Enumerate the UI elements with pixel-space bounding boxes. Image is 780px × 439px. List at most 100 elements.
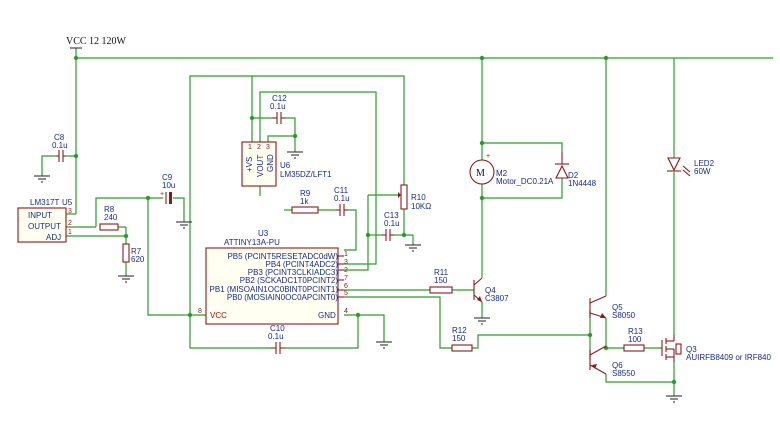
u3-gnd-num: 4 <box>344 308 348 315</box>
resistor-r12: R12 150 <box>451 326 473 352</box>
r9-ref: R9 <box>300 189 311 198</box>
r10-ref: R10 <box>411 193 426 202</box>
transistor-q6: Q6 S8550 <box>589 345 636 378</box>
u3-pin-name: PB1 (MISOAIN1OC0BINT0PCINT1) <box>210 285 339 294</box>
r13-ref: R13 <box>628 327 643 336</box>
motor-m2: M + M2 Motor_DC0.21A <box>469 153 554 186</box>
m2-ref: M2 <box>496 169 508 178</box>
m2-value: Motor_DC0.21A <box>496 177 554 186</box>
u3-value: ATTINY13A-PU <box>224 238 280 247</box>
u6-pin-num: 2 <box>257 144 261 151</box>
r7-ref: R7 <box>131 247 142 256</box>
ground-q4-icon <box>474 317 490 325</box>
c8-ref: C8 <box>54 133 65 142</box>
q6-ref: Q6 <box>612 361 623 370</box>
q4-value: C3807 <box>485 294 509 303</box>
svg-text:+: + <box>160 191 164 198</box>
u5-pin-num: 2 <box>68 220 72 227</box>
u6-value: LM35DZ/LFT1 <box>280 170 332 179</box>
u5-pin-adj: ADJ <box>46 233 61 242</box>
c10-ref: C10 <box>270 324 285 333</box>
u3-pin-name: PB2 (SCKADC1T0PCINT2) <box>240 276 339 285</box>
u3-vcc-label: VCC <box>210 311 227 320</box>
transistor-q4: Q4 C3807 <box>473 277 509 303</box>
m2-symbol: M <box>476 168 485 179</box>
q6-value: S8550 <box>612 369 636 378</box>
sensor-u6: +VS VOUT GND 1 2 3 U6 LM35DZ/LFT1 <box>241 141 332 187</box>
potentiometer-r10: R10 10KΩ <box>398 184 431 211</box>
ground-q3-icon <box>666 395 682 403</box>
u5-pin-input: INPUT <box>28 211 52 220</box>
u6-pin-num: 3 <box>266 144 270 151</box>
u3-pin-num: 3 <box>344 259 348 266</box>
ground-mcu-icon <box>376 341 392 349</box>
q5-value: S8050 <box>612 311 636 320</box>
ground-c9-icon <box>176 221 192 229</box>
r12-ref: R12 <box>452 326 467 335</box>
c12-value: 0.1u <box>270 102 286 111</box>
u3-pin-name: PB0 (MOSIAIN0OC0APCINT0) <box>227 293 338 302</box>
u6-pin-vout: VOUT <box>256 155 265 177</box>
u3-pin-num: 2 <box>344 267 348 274</box>
ground-c13-icon <box>405 244 421 252</box>
resistor-r9: R9 1k <box>291 189 319 214</box>
u3-pin-name: PB3 (PCINT3CLKIADC3) <box>248 268 339 277</box>
u5-ref: U5 <box>62 198 73 207</box>
regulator-u5: LM317T U5 INPUT OUTPUT ADJ 3 2 1 <box>17 198 73 243</box>
resistor-r13: R13 100 <box>623 327 645 352</box>
c11-value: 0.1u <box>334 194 350 203</box>
q4-ref: Q4 <box>485 286 496 295</box>
c12-ref: C12 <box>272 94 287 103</box>
wires <box>41 48 773 396</box>
r11-ref: R11 <box>434 268 449 277</box>
svg-text:+: + <box>486 153 490 160</box>
q3-value: AUIRFB8409 or IRF840 <box>686 353 771 362</box>
led2-value: 60W <box>694 167 711 176</box>
u5-pin-num: 1 <box>68 229 72 236</box>
r7-value: 620 <box>131 255 145 264</box>
mosfet-q3: Q3 AUIRFB8409 or IRF840 <box>661 335 771 362</box>
capacitor-c11: C11 0.1u <box>334 186 350 216</box>
capacitor-c9: + C9 10u <box>160 173 175 204</box>
r9-value: 1k <box>300 197 309 206</box>
u3-pin-num: 7 <box>344 275 348 282</box>
u6-pin-vs: +VS <box>245 157 254 172</box>
u6-ref: U6 <box>280 161 291 170</box>
c13-ref: C13 <box>384 211 399 220</box>
u3-ref: U3 <box>258 229 269 238</box>
diode-d2: D2 1N4448 <box>555 152 597 188</box>
led-led2: LED2 60W <box>667 157 715 177</box>
c13-value: 0.1u <box>384 219 400 228</box>
transistor-q5: Q5 S8050 <box>589 295 636 320</box>
resistor-r11: R11 150 <box>429 268 453 294</box>
resistor-r7: R7 620 <box>122 243 145 264</box>
capacitor-c13: C13 0.1u <box>382 211 400 241</box>
u3-gnd-label: GND <box>318 311 336 320</box>
u3-pin-num: 1 <box>344 251 348 258</box>
c11-ref: C11 <box>334 186 349 195</box>
r13-value: 100 <box>628 335 642 344</box>
c8-value: 0.1u <box>52 141 68 150</box>
q3-ref: Q3 <box>686 345 697 354</box>
u3-pin-name: PB5 (PCINT5RESETADC0dW) <box>227 252 338 261</box>
ground-symbols <box>34 151 682 403</box>
u3-pin-num: 6 <box>344 283 348 290</box>
u5-value: LM317T <box>30 198 59 207</box>
u5-pin-num: 3 <box>68 208 72 215</box>
c10-value: 0.1u <box>268 332 284 341</box>
ground-c12-icon <box>287 151 303 159</box>
q5-ref: Q5 <box>612 303 623 312</box>
r10-value: 10KΩ <box>411 202 431 211</box>
u3-pin-name: PB4 (PCINT4ADC2) <box>266 260 339 269</box>
u3-vcc-num: 8 <box>198 308 202 315</box>
ground-r7-icon <box>118 275 134 283</box>
capacitor-c10: C10 0.1u <box>268 324 285 354</box>
led2-ref: LED2 <box>694 159 715 168</box>
c9-ref: C9 <box>162 173 173 182</box>
mcu-u3: U3 ATTINY13A-PU PB5 (PCINT5RESETADC0dW) … <box>198 229 348 325</box>
resistor-r8: R8 240 <box>99 205 119 231</box>
u3-pin-num: 5 <box>344 290 348 297</box>
capacitor-c8: C8 0.1u <box>52 133 68 162</box>
u5-pin-output: OUTPUT <box>28 222 61 231</box>
